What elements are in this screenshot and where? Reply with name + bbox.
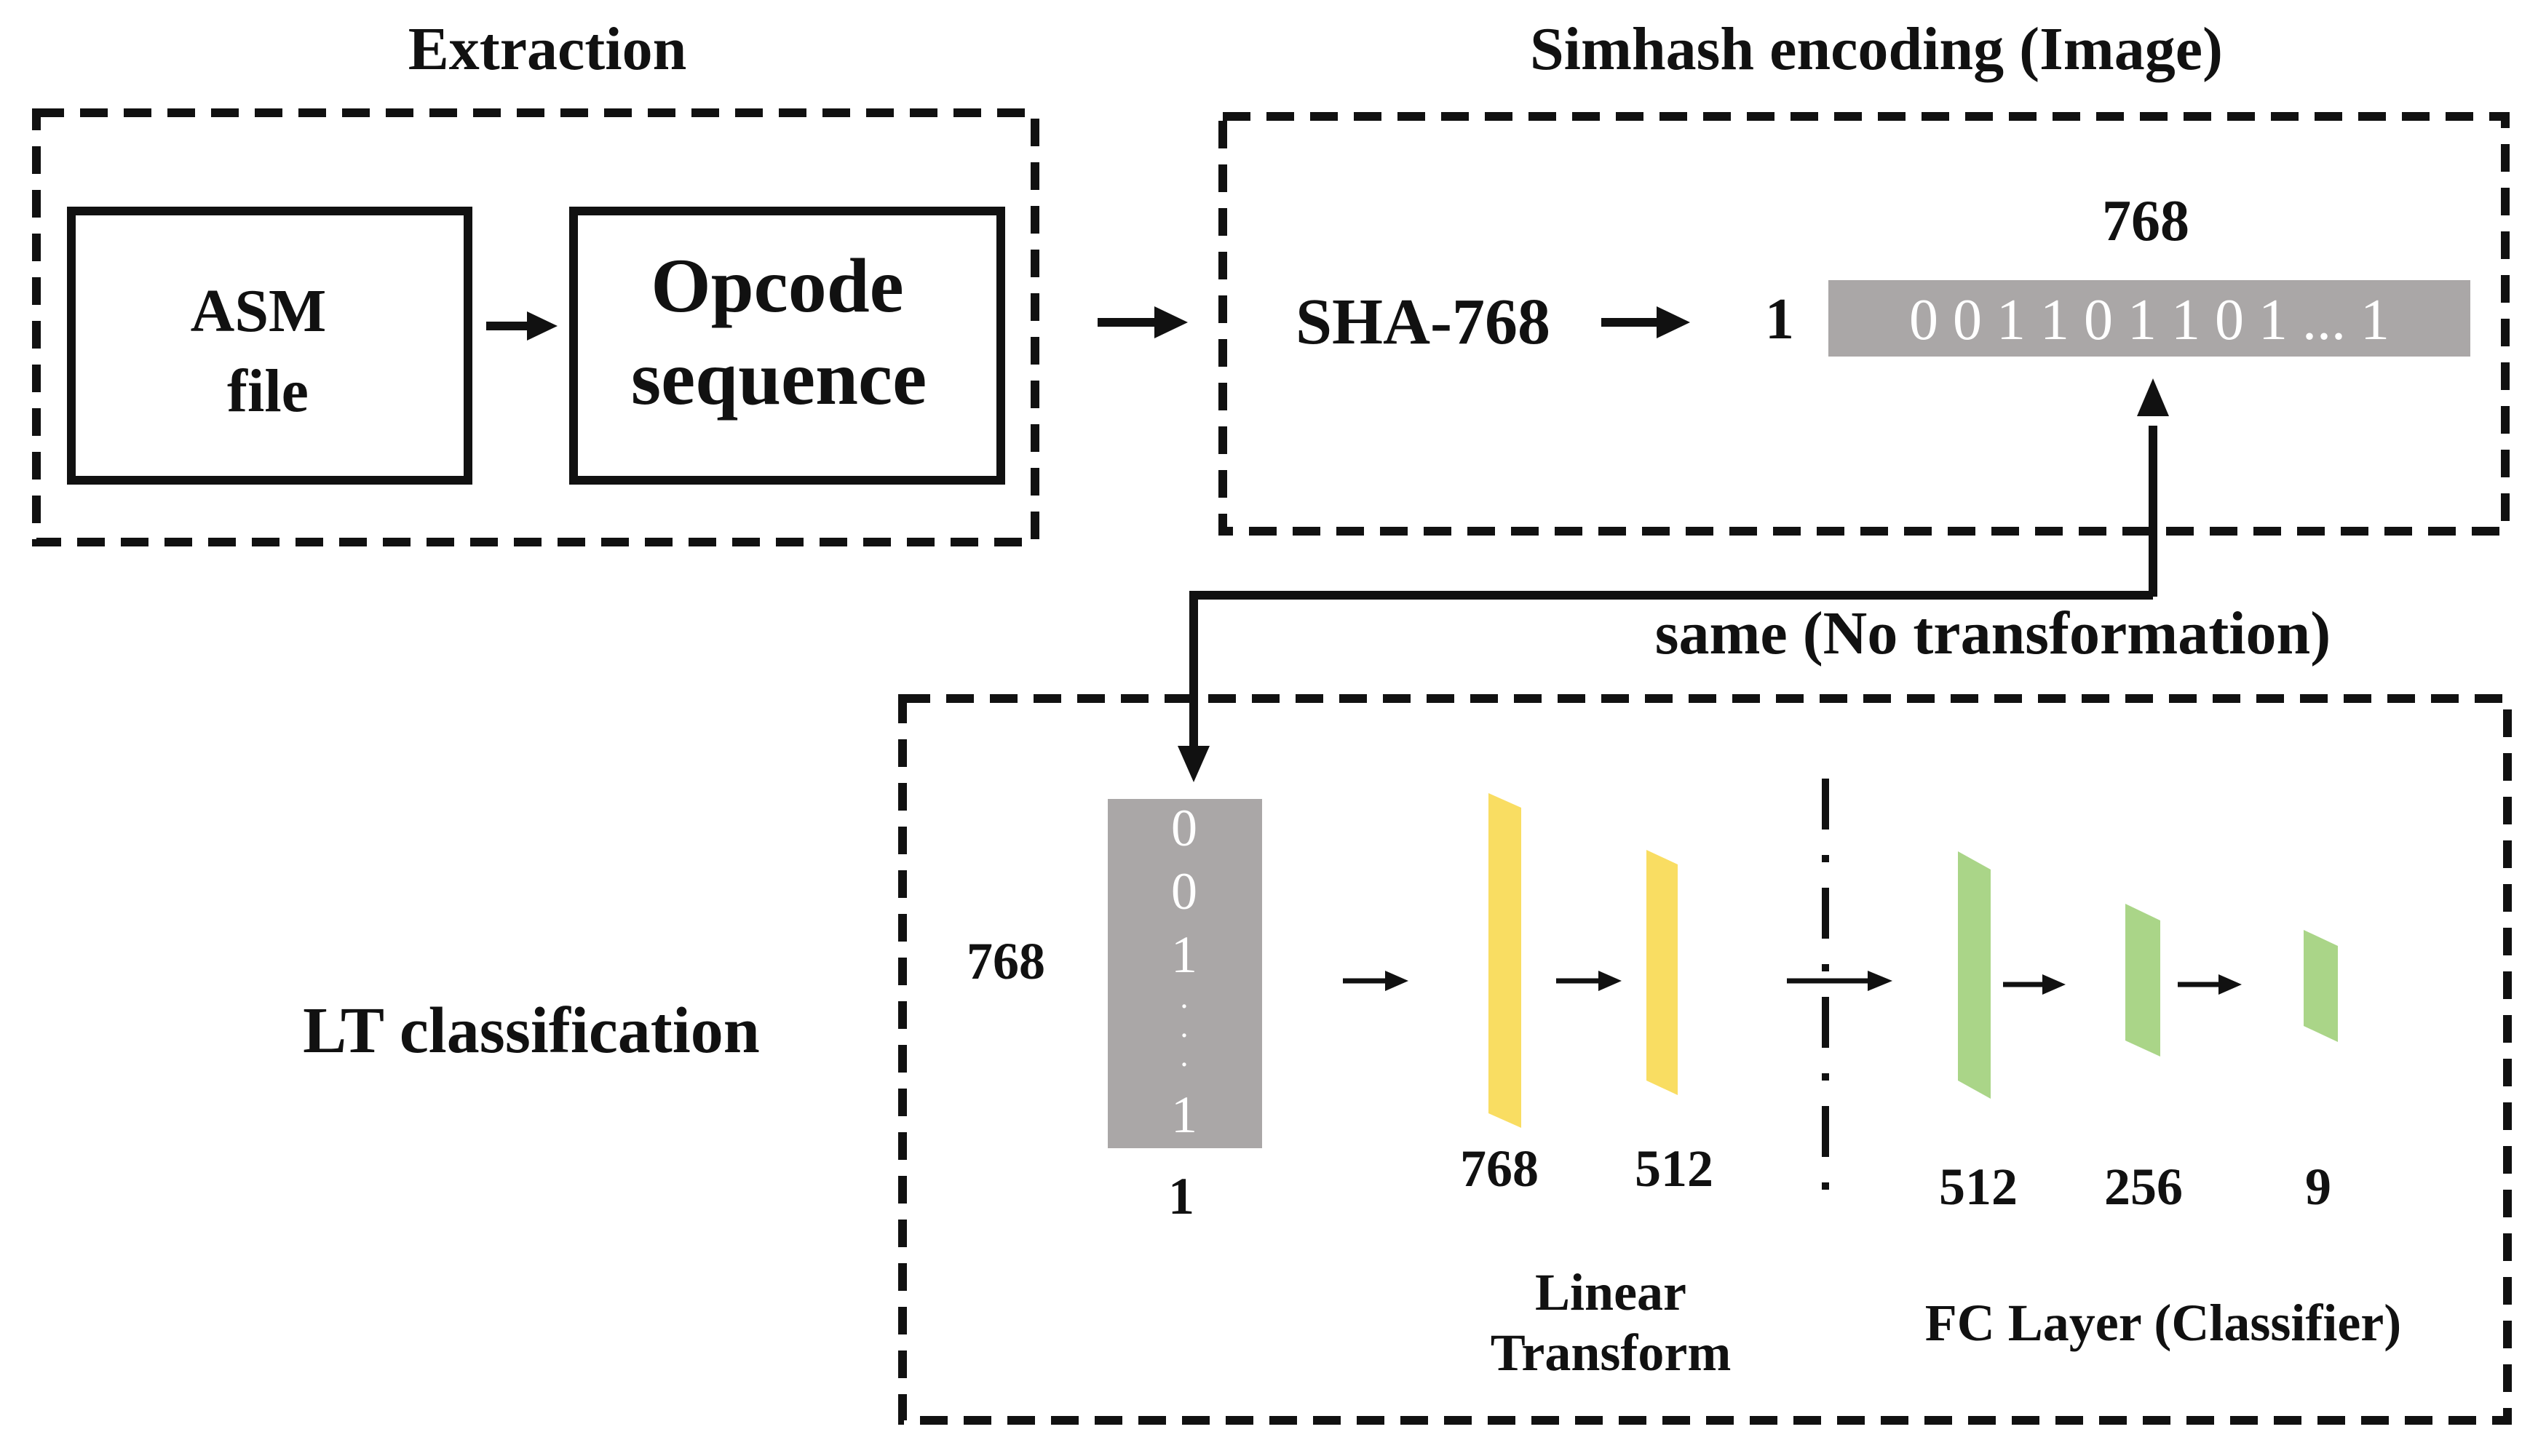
vector-row-dimension: 1	[1765, 287, 1794, 351]
input-bit-ellipsis-1: .	[1181, 979, 1189, 1015]
simhash-panel: Simhash encoding (Image) SHA-768 1 768 0…	[1218, 15, 2510, 536]
classification-dashed-border	[898, 694, 2512, 1425]
input-bit-1: 0	[1171, 862, 1197, 920]
fc-layer-256-label: 256	[2104, 1158, 2183, 1216]
asm-to-opcode-arrow	[486, 311, 558, 341]
linear-transform-caption-line2: Transform	[1491, 1324, 1732, 1382]
linear-layer-512-label: 512	[1635, 1139, 1713, 1198]
connector-label: same (No transformation)	[1655, 600, 2331, 667]
simhash-bit-vector: 0 0 1 1 0 1 1 0 1 ... 1	[1828, 280, 2470, 357]
linear-layer-768	[1488, 793, 1521, 1128]
extraction-panel: Extraction ASM file Opcode sequence	[32, 15, 1039, 546]
classification-title: LT classification	[303, 995, 760, 1067]
vector-height-label: 768	[967, 932, 1045, 990]
opcode-sequence-box: Opcode sequence	[569, 207, 1005, 485]
sha-to-vector-arrow	[1601, 306, 1690, 338]
fc-layer-caption: FC Layer (Classifier)	[1925, 1294, 2402, 1352]
opcode-label-line2: sequence	[631, 335, 927, 421]
simhash-bit-vector-values: 0 0 1 1 0 1 1 0 1 ... 1	[1909, 288, 2390, 352]
fc-2-to-fc-3-arrow	[2178, 974, 2242, 995]
classification-panel: LT classification 768 0 0 1 . . . 1 1 76…	[303, 694, 2512, 1425]
fc-layer-9	[2304, 930, 2338, 1042]
extraction-title: Extraction	[408, 15, 687, 83]
sha-768-label: SHA-768	[1296, 286, 1550, 358]
fc-layer-256	[2125, 904, 2160, 1057]
fc-1-to-fc-2-arrow	[2003, 974, 2066, 995]
simhash-title: Simhash encoding (Image)	[1530, 15, 2223, 83]
input-bit-ellipsis-2: .	[1181, 1009, 1189, 1044]
fc-layer-512-label: 512	[1939, 1158, 2018, 1216]
vector-to-linear-arrow	[1343, 971, 1408, 991]
input-bit-0: 0	[1171, 799, 1197, 857]
fc-layer-512	[1958, 851, 1991, 1099]
input-bit-vector: 0 0 1 . . . 1	[1108, 799, 1262, 1148]
vector-column-dimension: 768	[2102, 189, 2189, 253]
input-bit-last: 1	[1171, 1086, 1197, 1144]
opcode-label-line1: Opcode	[651, 243, 903, 328]
extraction-dashed-border	[32, 108, 1039, 546]
fc-layer-9-label: 9	[2305, 1158, 2331, 1216]
simhash-to-classifier-connector	[1178, 378, 2169, 782]
input-bit-ellipsis-3: .	[1181, 1038, 1189, 1073]
simhash-dashed-border	[1218, 112, 2510, 536]
linear-1-to-linear-2-arrow	[1556, 971, 1622, 991]
input-bit-2: 1	[1171, 926, 1197, 984]
vector-width-label: 1	[1168, 1167, 1194, 1225]
asm-file-label-line1: ASM	[191, 277, 327, 345]
linear-transform-caption-line1: Linear	[1535, 1263, 1686, 1321]
extraction-to-simhash-arrow	[1098, 306, 1188, 338]
linear-layer-768-label: 768	[1460, 1139, 1539, 1198]
asm-file-box: ASM file	[67, 207, 472, 485]
asm-file-label-line2: file	[227, 357, 309, 425]
linear-to-fc-arrow	[1787, 971, 1892, 991]
linear-layer-512	[1646, 850, 1678, 1095]
